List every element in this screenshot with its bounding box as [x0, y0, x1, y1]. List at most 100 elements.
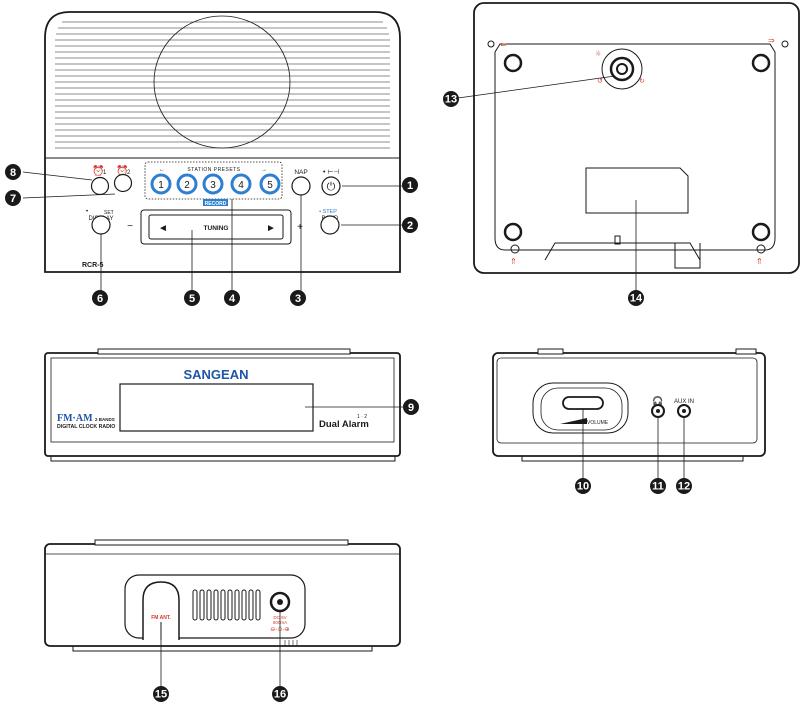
dual-alarm-sup: 1 · 2: [357, 414, 367, 420]
callout-1: 1: [402, 177, 418, 193]
tuning-up-arrow-icon: ►: [266, 223, 276, 234]
side-ridge: [537, 348, 564, 355]
volume-recess-inner: [540, 387, 623, 431]
svg-text:13: 13: [445, 94, 457, 106]
cable-hook: [544, 242, 701, 269]
svg-text:12: 12: [678, 481, 690, 493]
back-vent-slots: [192, 589, 261, 621]
callout-13: 13: [443, 91, 459, 107]
nap-button[interactable]: [291, 176, 311, 196]
display-label-top: SET: [104, 210, 114, 216]
arrow-bottom-right-icon: ⇑: [756, 257, 763, 266]
preset-button-2[interactable]: 2: [176, 173, 198, 195]
aux-label: AUX IN: [674, 399, 694, 405]
subtitle-label: DIGITAL CLOCK RADIO: [57, 424, 115, 430]
preset-2-label: 2: [184, 180, 190, 191]
back-ribs: [284, 640, 298, 646]
alarm2-bell-icon: ⏰: [116, 164, 128, 177]
antenna-loop: [142, 581, 180, 640]
presets-arrow-left-icon: ←: [159, 167, 165, 173]
svg-text:5: 5: [189, 293, 195, 305]
foot-top-right: [751, 53, 771, 73]
station-presets-label: STATION PRESETS: [187, 167, 240, 173]
svg-text:11: 11: [652, 481, 664, 493]
headphone-icon: 🎧: [652, 395, 663, 406]
callout-9: 9: [403, 399, 419, 415]
step-label: • STEP: [319, 209, 337, 215]
tuning-rocker[interactable]: ◄ TUNING ►: [148, 214, 284, 240]
presets-dotted-frame: [144, 161, 283, 200]
preset-button-3[interactable]: 3: [202, 173, 224, 195]
lcd-window: [119, 383, 314, 432]
svg-text:1: 1: [407, 180, 413, 192]
callout-6: 6: [92, 290, 108, 306]
tuning-label: TUNING: [204, 225, 229, 232]
screw-top-left: [487, 40, 495, 48]
foot-top-left: [503, 53, 523, 73]
preset-button-1[interactable]: 1: [150, 173, 172, 195]
svg-text:15: 15: [155, 689, 167, 701]
svg-text:2: 2: [407, 220, 413, 232]
power-button[interactable]: ⏻: [321, 176, 341, 196]
brand-logo: SANGEAN: [183, 367, 248, 382]
fm-am-label: FM·AM: [57, 413, 93, 424]
bands-label: 2 BANDS: [95, 417, 115, 422]
callout-3: 3: [290, 290, 306, 306]
svg-text:3: 3: [295, 293, 301, 305]
top-ridge: [97, 348, 351, 355]
callout-10: 10: [575, 478, 591, 494]
battery-clip: [614, 235, 621, 245]
tuning-minus: −: [127, 221, 133, 232]
preset-4-label: 4: [238, 180, 244, 191]
preset-button-4[interactable]: 4: [230, 173, 252, 195]
presets-arrow-right-icon: →: [261, 167, 267, 173]
svg-text:16: 16: [274, 689, 286, 701]
speaker-grille: [55, 21, 390, 149]
dc-power-jack[interactable]: [269, 591, 291, 613]
band-button[interactable]: [320, 215, 340, 235]
volume-wedge-icon: [560, 418, 587, 424]
arrow-bottom-left-icon: ⇑: [510, 257, 517, 266]
callout-5: 5: [184, 290, 200, 306]
rotate-lock-icon: ☼: [595, 50, 601, 58]
record-badge: [203, 199, 228, 206]
svg-text:10: 10: [577, 481, 589, 493]
back-base: [72, 646, 373, 652]
speaker-outline: [153, 15, 291, 149]
arrow-top-right-icon: ⇒: [768, 36, 775, 45]
preset-button-5[interactable]: 5: [259, 173, 281, 195]
side-panel: [496, 357, 758, 444]
alarm1-button[interactable]: ⏰ 1: [90, 164, 110, 196]
back-ridge: [94, 539, 349, 546]
foot-bottom-left: [503, 222, 523, 242]
volume-wheel[interactable]: [562, 396, 604, 410]
screw-top-right: [781, 40, 789, 48]
model-name: RCR-5: [82, 262, 103, 269]
preset-1-label: 1: [158, 180, 164, 191]
display-button[interactable]: [91, 215, 111, 235]
alarm1-bell-icon: ⏰: [92, 164, 104, 177]
alarm1-label: 1: [103, 170, 107, 176]
top-view: SANGEAN FM·AM 2 BANDS DIGITAL CLOCK RADI…: [44, 348, 401, 462]
power-icon: ⏻: [327, 181, 336, 193]
callout-15: 15: [153, 686, 169, 702]
bottom-body: [473, 2, 800, 274]
svg-text:8: 8: [10, 167, 16, 179]
bottom-view: ⇐ ⇒ ⇑ ⇑ ☼ ↺ ↻: [473, 2, 800, 274]
callout-7: 7: [5, 190, 21, 206]
preset-3-label: 3: [210, 180, 216, 191]
alarm2-button[interactable]: ⏰ 2: [113, 164, 133, 193]
wall-mount-knob[interactable]: [601, 48, 643, 90]
back-recess: [124, 574, 306, 639]
callout-leaders: [22, 75, 685, 688]
svg-text:9: 9: [408, 402, 414, 414]
callout-14: 14: [628, 290, 644, 306]
alarm2-label: 2: [127, 170, 131, 176]
tuning-plus: +: [297, 222, 303, 233]
foot-bottom-right: [751, 222, 771, 242]
aux-in-jack-center: [682, 409, 686, 413]
arrow-top-left-icon: ⇐: [500, 40, 507, 49]
screw-bottom-left: [510, 244, 520, 254]
callout-2: 2: [402, 217, 418, 233]
